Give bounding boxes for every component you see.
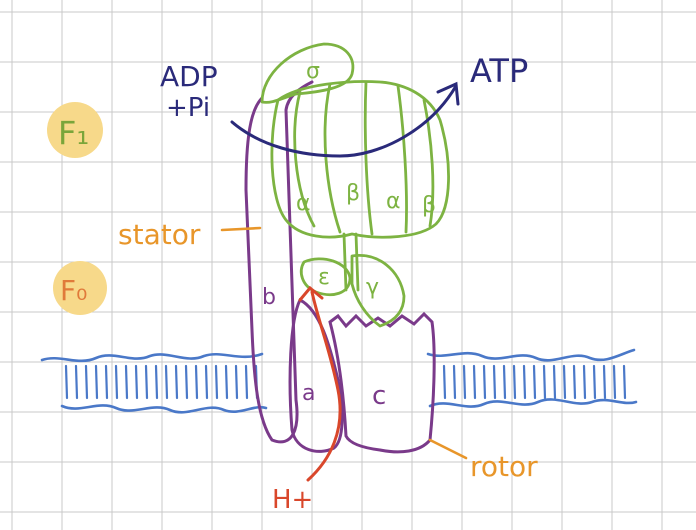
label-a: a <box>302 381 315 406</box>
lipid-tail <box>214 364 219 400</box>
lipid-tail <box>492 364 497 400</box>
lipid-tail <box>522 364 527 400</box>
lipid-tail <box>452 364 457 400</box>
lipid-tail <box>502 364 507 400</box>
membrane-left-top-edge <box>40 352 264 363</box>
head-lobe-5 <box>422 98 435 228</box>
label-beta-left: β <box>346 181 360 206</box>
lipid-tails-right <box>442 364 627 400</box>
label-proton: H+ <box>272 485 313 515</box>
adp-to-atp-arrow <box>230 84 458 158</box>
gamma-stalk <box>342 232 360 292</box>
lipid-tail <box>94 364 99 400</box>
label-alpha-right: α <box>386 189 401 214</box>
lipid-tail <box>224 364 229 400</box>
label-epsilon: ε <box>318 265 330 290</box>
lipid-tail <box>572 364 577 400</box>
lipid-tail <box>64 364 69 400</box>
lipid-tail <box>164 364 169 400</box>
lipid-tail <box>472 364 477 400</box>
lipid-tail <box>144 364 149 400</box>
lipid-tail <box>204 364 209 400</box>
c-ring-rotor <box>328 311 436 454</box>
lipid-tail <box>74 364 79 400</box>
fo-highlight <box>53 261 107 315</box>
label-adp: ADP <box>160 60 218 93</box>
label-f1: F₁ <box>58 114 89 152</box>
lipid-tail <box>622 364 627 400</box>
lipid-tail <box>512 364 517 400</box>
proton-arrowhead <box>298 285 324 302</box>
epsilon-subunit <box>299 257 352 296</box>
lipid-tail <box>194 364 199 400</box>
lipid-tail <box>244 364 249 400</box>
lipid-tail <box>602 364 607 400</box>
f1-head <box>260 42 450 328</box>
lipid-tail <box>532 364 537 400</box>
subunit-a <box>288 297 344 453</box>
label-b: b <box>262 285 276 310</box>
label-atp: ATP <box>470 52 528 90</box>
label-sigma: σ <box>306 59 320 84</box>
sigma-cap <box>260 42 355 104</box>
label-c: c <box>372 381 386 411</box>
rotor-leader-line <box>428 438 468 460</box>
proton-flow-arrow <box>306 290 342 482</box>
head-lobe-3 <box>363 80 374 236</box>
head-lobe-2 <box>323 82 342 234</box>
membrane-bilayer <box>40 348 638 414</box>
label-pi: +Pi <box>166 93 210 123</box>
lipid-tail <box>482 364 487 400</box>
lipid-tail <box>442 364 447 400</box>
label-fo: F₀ <box>60 274 87 307</box>
lipid-tail <box>114 364 119 400</box>
membrane-right-top-edge <box>426 348 636 362</box>
label-stator: stator <box>118 218 201 251</box>
label-beta-right: β <box>422 193 436 218</box>
stator-b-subunit <box>244 80 314 444</box>
lipid-tail <box>124 364 129 400</box>
label-gamma: γ <box>366 275 379 300</box>
lipid-tail <box>84 364 89 400</box>
membrane-right-bottom-edge <box>428 398 638 408</box>
f1-highlight <box>47 102 103 158</box>
lipid-tail <box>134 364 139 400</box>
stator-leader-line <box>220 226 262 232</box>
lipid-tail <box>234 364 239 400</box>
head-outline <box>270 80 450 239</box>
lipid-tail <box>552 364 557 400</box>
label-alpha-left: α <box>296 191 311 216</box>
label-rotor: rotor <box>470 450 538 483</box>
membrane-left-bottom-edge <box>60 404 268 414</box>
lipid-tail <box>462 364 467 400</box>
lipid-tail <box>174 364 179 400</box>
arrowhead-atp <box>436 81 460 106</box>
lipid-tail <box>562 364 567 400</box>
lipid-tails-left <box>64 364 259 400</box>
head-lobe-4 <box>396 84 408 234</box>
lipid-tail <box>582 364 587 400</box>
lipid-tail <box>612 364 617 400</box>
head-lobe-1 <box>293 90 316 228</box>
lipid-tail <box>592 364 597 400</box>
lipid-tail <box>154 364 159 400</box>
lipid-tail <box>184 364 189 400</box>
lipid-tail <box>104 364 109 400</box>
gamma-subunit <box>350 254 406 328</box>
lipid-tail <box>542 364 547 400</box>
